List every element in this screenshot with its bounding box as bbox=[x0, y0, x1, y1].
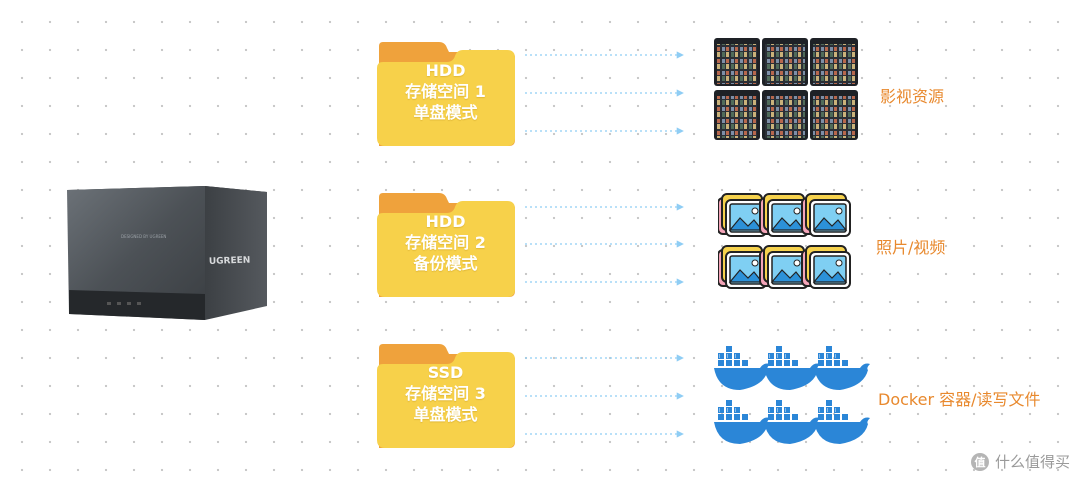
connector-arrows bbox=[525, 51, 684, 438]
storage-space-1-mode: 单盘模式 bbox=[413, 103, 478, 122]
storage-space-1-drive: HDD bbox=[425, 61, 466, 80]
storage-space-2-mode: 备份模式 bbox=[413, 254, 478, 273]
storage-space-3-drive: SSD bbox=[427, 363, 464, 382]
movie-posters-icon bbox=[714, 38, 858, 140]
nas-device-image: DESIGNED BY UGREEN UGREEN bbox=[55, 178, 275, 328]
storage-space-1-folder: HDD 存储空间 1 单盘模式 bbox=[373, 38, 518, 148]
watermark: 值 什么值得买 bbox=[970, 451, 1070, 472]
storage-space-3-name: 存储空间 3 bbox=[405, 384, 486, 403]
folder-icon bbox=[377, 42, 515, 146]
svg-text:DESIGNED BY UGREEN: DESIGNED BY UGREEN bbox=[121, 234, 166, 239]
watermark-text: 什么值得买 bbox=[994, 453, 1070, 471]
watermark-logo-icon: 值 bbox=[970, 452, 989, 471]
storage-space-2-folder: HDD 存储空间 2 备份模式 bbox=[373, 189, 518, 299]
storage-space-2-drive: HDD bbox=[425, 212, 466, 231]
folder-icon bbox=[377, 344, 515, 448]
storage-space-3-mode: 单盘模式 bbox=[413, 405, 478, 424]
folder-icon bbox=[377, 193, 515, 297]
storage-space-2-name: 存储空间 2 bbox=[405, 233, 486, 252]
storage-space-2-content-label: 照片/视频 bbox=[876, 238, 946, 257]
storage-space-1-content-label: 影视资源 bbox=[880, 87, 945, 106]
storage-space-3-folder: SSD 存储空间 3 单盘模式 bbox=[373, 340, 518, 450]
storage-space-3-content-label: Docker 容器/读写文件 bbox=[878, 390, 1041, 409]
nas-brand-text: UGREEN bbox=[209, 256, 251, 267]
photos-icon bbox=[718, 193, 851, 289]
docker-icon bbox=[714, 346, 870, 444]
storage-space-1-name: 存储空间 1 bbox=[405, 82, 486, 101]
